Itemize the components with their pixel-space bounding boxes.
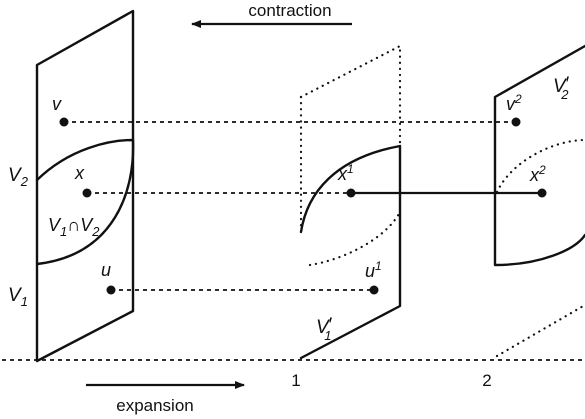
label-u: u <box>101 260 111 280</box>
label-V2: V2 <box>8 165 29 189</box>
middle-plane-dotted-curve <box>308 210 402 267</box>
middle-plane-dotted-frame <box>299 44 402 148</box>
point-v2 <box>511 117 521 127</box>
point-x2 <box>537 188 547 198</box>
point-x <box>82 188 92 198</box>
point-u1 <box>369 285 379 295</box>
label-x1: x1 <box>337 162 354 184</box>
right-plane-dotted-edge <box>495 303 585 358</box>
label-v2: v2 <box>506 92 522 114</box>
label-V1-prime: V′1 <box>316 315 333 343</box>
label-x2: x2 <box>529 163 546 185</box>
right-plane <box>493 44 585 267</box>
point-u <box>106 285 116 295</box>
left-plane <box>35 9 135 363</box>
label-intersection: V1∩V2 <box>48 215 100 239</box>
expansion-label: expansion <box>116 396 194 415</box>
point-x1 <box>346 188 356 198</box>
label-V1: V1 <box>8 285 28 309</box>
label-V2-prime: V′2 <box>553 74 570 102</box>
label-u1: u1 <box>365 259 382 281</box>
middle-plane <box>299 144 402 360</box>
left-intersection-boundary <box>35 138 135 266</box>
contraction-label: contraction <box>248 1 331 20</box>
right-plane-dotted-curve <box>495 138 585 194</box>
tick-2-label: 2 <box>482 371 491 390</box>
label-x: x <box>74 163 85 183</box>
tick-1-label: 1 <box>291 371 300 390</box>
point-v <box>59 117 69 127</box>
label-v: v <box>52 94 62 114</box>
